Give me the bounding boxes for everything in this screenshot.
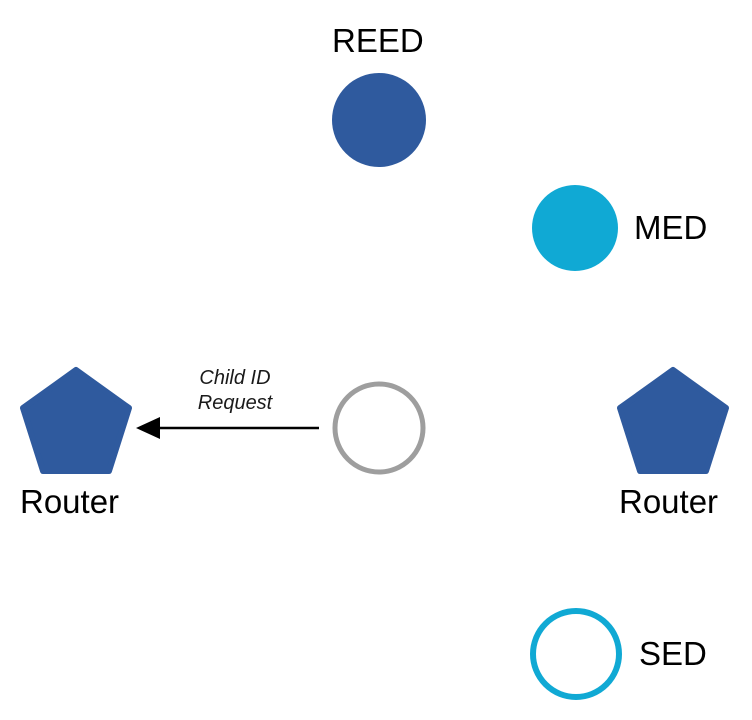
router-left-node-label: Router bbox=[20, 483, 120, 520]
sed-node-label: SED bbox=[639, 635, 707, 672]
router-right-node-shape[interactable] bbox=[617, 367, 729, 474]
reed-node-label: REED bbox=[332, 22, 424, 59]
child-id-request-edge-label-line2: Request bbox=[197, 392, 273, 414]
sed-node-shape[interactable] bbox=[530, 608, 622, 700]
router-left-node-shape[interactable] bbox=[20, 367, 132, 474]
child-id-request-edge-label: Child ID Request bbox=[160, 366, 310, 416]
child-id-request-arrowhead bbox=[136, 417, 160, 439]
child-id-request-arrow bbox=[136, 417, 319, 439]
child-id-request-edge-label-line1: Child ID bbox=[199, 367, 271, 389]
reed-node-shape[interactable] bbox=[332, 73, 426, 167]
joiner-node-shape[interactable] bbox=[332, 381, 426, 475]
router-right-node-label: Router bbox=[619, 483, 719, 520]
med-node-label: MED bbox=[634, 209, 708, 246]
med-node-shape[interactable] bbox=[532, 185, 618, 271]
